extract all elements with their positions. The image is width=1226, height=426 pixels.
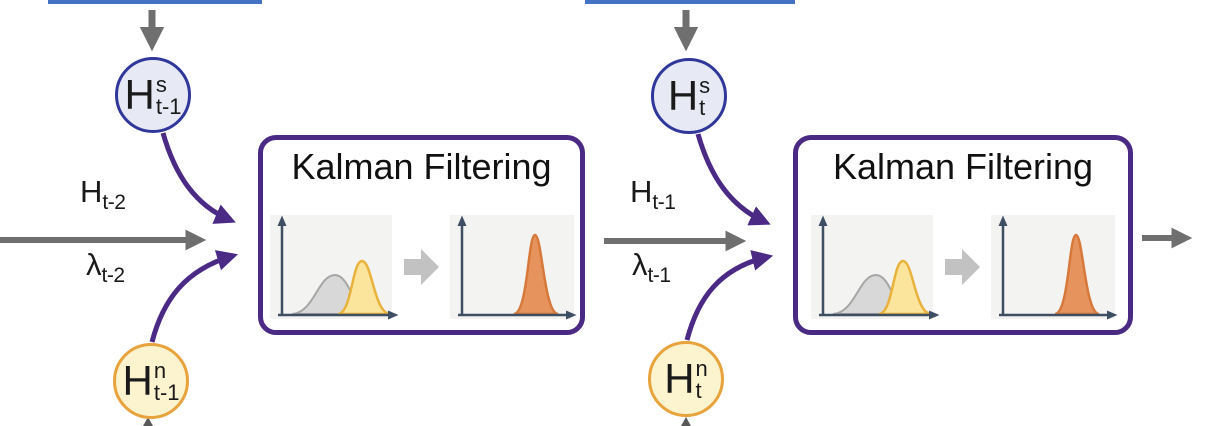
curved-arrow-state-to-kalman-prev	[160, 132, 236, 224]
node-label-sup: s	[155, 71, 167, 97]
node-label-base: H	[122, 357, 153, 404]
noise-node-h-n-curr: H n t	[648, 341, 724, 417]
distribution-update-icon	[268, 213, 578, 321]
node-label-sup: n	[695, 355, 708, 381]
input-label-lambda-curr: λt-1	[632, 247, 671, 287]
node-label-base: H	[664, 355, 695, 402]
input-label-h-prev: Ht-2	[80, 174, 126, 214]
curved-arrow-state-to-kalman-curr	[695, 133, 771, 226]
node-label-base: H	[124, 71, 155, 118]
node-label-scripts: n t	[695, 355, 708, 403]
noise-node-h-n-prev: H n t-1	[113, 343, 189, 419]
truncated-up-arrow-tip-prev	[143, 417, 153, 426]
state-node-h-s-curr: H s t	[651, 58, 727, 134]
node-label-sub: t-1	[155, 94, 182, 119]
node-label-sub: t	[699, 95, 706, 120]
kalman-box-title: Kalman Filtering	[832, 146, 1094, 187]
node-label-sub: t	[695, 378, 702, 403]
kalman-filtering-box-curr: Kalman Filtering	[793, 135, 1133, 335]
node-label-base: H	[667, 72, 699, 119]
node-label-sup: n	[153, 357, 167, 383]
node-label-scripts: s t	[699, 72, 711, 120]
truncated-up-arrow-tip-curr	[681, 417, 691, 426]
curved-arrow-noise-to-kalman-prev	[149, 250, 239, 343]
node-label-sub: t-1	[153, 380, 180, 405]
input-label-h-curr: Ht-1	[630, 174, 676, 214]
state-node-h-s-prev: H s t-1	[115, 57, 191, 133]
curved-arrow-noise-to-kalman-curr	[684, 250, 774, 341]
node-label-scripts: n t-1	[153, 357, 180, 405]
node-label-sup: s	[699, 72, 711, 98]
kalman-box-title: Kalman Filtering	[291, 146, 552, 187]
kalman-filtering-box-prev: Kalman Filtering	[258, 135, 585, 335]
distribution-update-icon	[809, 213, 1119, 321]
input-label-lambda-prev: λt-2	[86, 247, 125, 287]
kalman-plots-icon	[268, 213, 578, 321]
kalman-plots-icon	[809, 213, 1119, 321]
node-label-scripts: s t-1	[155, 71, 182, 119]
